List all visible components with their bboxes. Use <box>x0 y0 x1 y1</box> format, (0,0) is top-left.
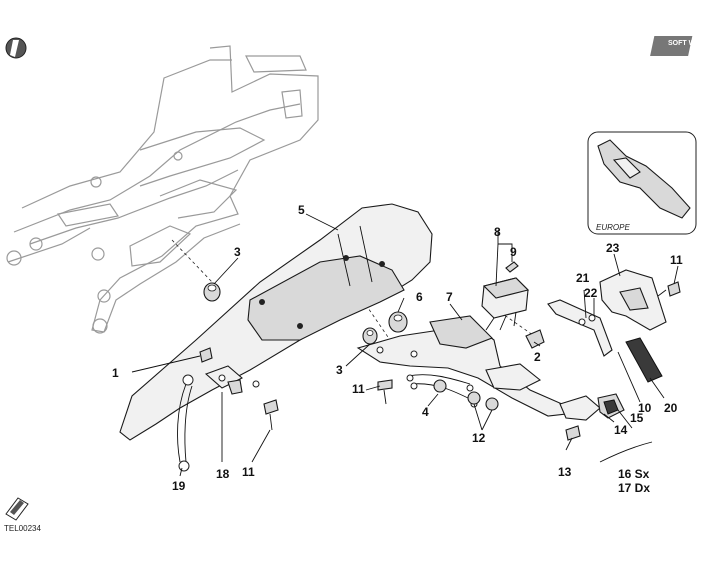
callout-9: 9 <box>510 245 517 259</box>
license-plate-holder <box>599 269 667 331</box>
emblem-icon <box>5 37 27 59</box>
turn-signal <box>559 393 653 463</box>
rear-fender <box>119 203 433 441</box>
callout-3-upper: 3 <box>234 245 241 259</box>
nut-4 <box>433 379 447 393</box>
bolt-11-middle <box>377 379 393 405</box>
cap-2 <box>525 329 545 349</box>
callout-21: 21 <box>576 271 590 285</box>
callout-7: 7 <box>446 290 453 304</box>
callout-3-lower: 3 <box>336 363 343 377</box>
callout-1: 1 <box>112 366 119 380</box>
callout-2: 2 <box>534 350 541 364</box>
bolt-11-right <box>657 281 681 297</box>
ground-cable <box>177 374 194 472</box>
soft-way-logo: SOFT WAY <box>650 36 704 56</box>
callout-17: 17 Dx <box>618 481 650 495</box>
callout-10: 10 <box>638 401 652 415</box>
reflector-bracket <box>547 299 613 357</box>
callout-11-lower: 11 <box>242 465 255 479</box>
bolt-1 <box>199 347 213 363</box>
callout-14: 14 <box>614 423 628 437</box>
nut-12b <box>485 397 499 411</box>
europe-inset: EUROPE <box>587 131 697 235</box>
inset-label: EUROPE <box>596 223 630 232</box>
drawing-code: TEL00234 <box>4 524 41 533</box>
callout-23: 23 <box>606 241 620 255</box>
bolt-11-lower <box>263 399 279 431</box>
cable-clamp <box>204 365 243 395</box>
callout-6: 6 <box>416 290 423 304</box>
callout-15: 15 <box>630 411 644 425</box>
logo-text: SOFT WAY <box>668 40 704 47</box>
callout-11-right: 11 <box>670 253 683 267</box>
catalog-icon <box>5 497 29 521</box>
reflector <box>625 337 663 383</box>
callout-19: 19 <box>172 479 186 493</box>
callout-5: 5 <box>298 203 305 217</box>
callout-8: 8 <box>494 225 501 239</box>
grommet-3-lower <box>362 327 378 345</box>
license-bracket <box>356 315 567 417</box>
nut-12a <box>467 391 481 405</box>
callout-11-middle: 11 <box>352 382 365 396</box>
screw-9 <box>505 261 519 273</box>
callout-18: 18 <box>216 467 230 481</box>
plate-lamp <box>481 277 530 331</box>
grommet-6 <box>388 311 408 333</box>
leader-lines <box>131 213 679 477</box>
callout-4: 4 <box>422 405 429 419</box>
grommet-3-upper <box>203 282 221 302</box>
screw-13 <box>565 425 581 441</box>
callout-13: 13 <box>558 465 572 479</box>
callout-20: 20 <box>664 401 678 415</box>
callout-16: 16 Sx <box>618 467 650 481</box>
callout-12: 12 <box>472 431 486 445</box>
motorcycle-frame <box>6 45 319 334</box>
callout-22: 22 <box>584 286 598 300</box>
callout-numbers: 1 2 3 3 4 5 6 7 8 9 10 11 11 11 12 13 14… <box>112 203 683 495</box>
